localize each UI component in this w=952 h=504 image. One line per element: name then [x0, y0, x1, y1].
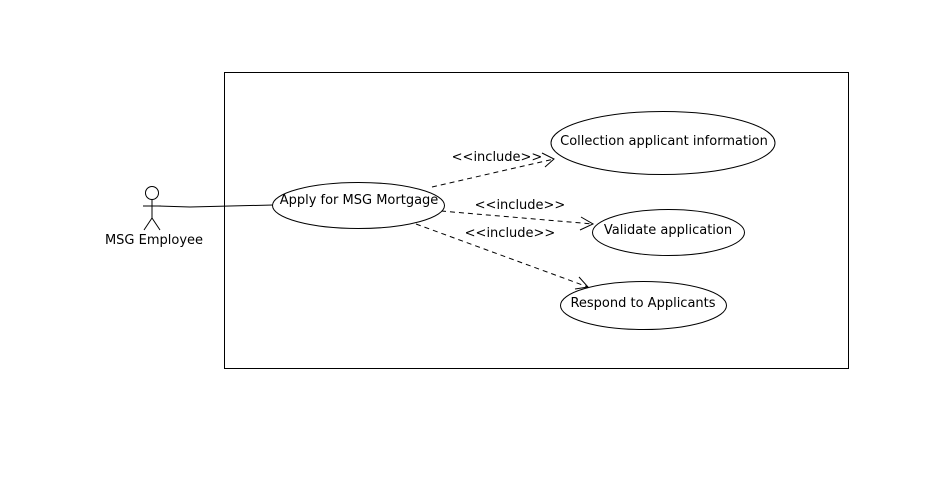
- include-arrowhead-validate: [579, 216, 595, 231]
- actor-association-line: [157, 204, 274, 208]
- actor-stick-figure-icon: [143, 186, 161, 231]
- include-arrow-validate: [440, 210, 594, 225]
- use-case-respond: [560, 281, 727, 330]
- include-label-respond: <<include>>: [465, 226, 556, 241]
- include-arrow-collect: [431, 158, 555, 188]
- use-case-main: [272, 182, 445, 229]
- use-case-collect: [550, 111, 776, 175]
- use-case-respond-label: Respond to Applicants: [570, 296, 715, 311]
- include-arrowhead-respond: [574, 276, 589, 290]
- include-arrowhead-collect: [541, 152, 555, 168]
- use-case-main-label: Apply for MSG Mortgage: [280, 193, 439, 208]
- use-case-collect-label: Collection applicant information: [560, 134, 768, 149]
- use-case-validate: [592, 209, 745, 256]
- actor-label: MSG Employee: [105, 233, 203, 248]
- system-boundary: [224, 72, 849, 369]
- include-label-validate: <<include>>: [475, 198, 566, 213]
- use-case-validate-label: Validate application: [604, 223, 732, 238]
- include-label-collect: <<include>>: [452, 150, 543, 165]
- include-arrow-respond: [415, 223, 589, 288]
